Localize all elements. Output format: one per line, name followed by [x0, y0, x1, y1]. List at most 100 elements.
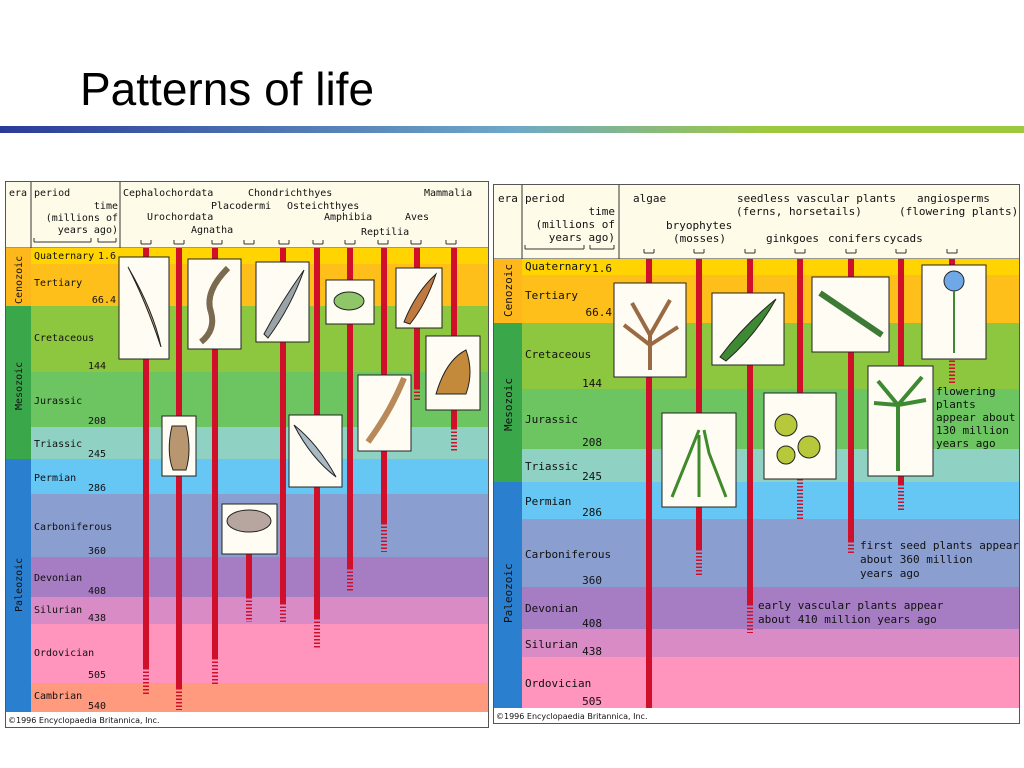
group-angiosperms: angiosperms [917, 192, 990, 205]
lineage-agnatha [212, 248, 218, 658]
group-osteichthyes: Osteichthyes [287, 201, 359, 212]
period-devonian: Devonian [34, 573, 82, 584]
period-jurassic: Jurassic [525, 413, 578, 426]
lineage-cephalochordata [143, 248, 149, 668]
era-label-paleozoic: Paleozoic [14, 558, 25, 612]
period-triassic: Triassic [34, 439, 82, 450]
era-header: era [9, 188, 27, 199]
lineage-placodermi [246, 522, 252, 597]
group-aves: Aves [405, 212, 429, 223]
note-seed-2: about 360 million [860, 553, 973, 566]
ginkgo-picture [763, 392, 837, 480]
group-placodermi: Placodermi [211, 201, 271, 212]
time-header-2: (millions of [536, 218, 615, 231]
era-paleozoic [6, 459, 31, 712]
period-cretaceous: Cretaceous [525, 348, 591, 361]
animal-lineage-chart: era period time (millions of years ago) … [5, 181, 489, 728]
period-silurian: Silurian [525, 638, 578, 651]
time-silurian: 438 [582, 645, 602, 658]
note-flowering-3: appear about [936, 411, 1015, 424]
era-label-cenozoic: Cenozoic [502, 264, 515, 317]
time-cretaceous: 144 [582, 377, 602, 390]
note-vascular-1: early vascular plants appear [758, 599, 944, 612]
slide-title: Patterns of life [80, 63, 375, 115]
era-header: era [498, 192, 518, 205]
time-devonian: 408 [88, 586, 106, 597]
period-silurian: Silurian [34, 605, 82, 616]
plant-lineage-chart: era period time (millions of years ago) … [493, 184, 1020, 724]
period-permian: Permian [34, 473, 76, 484]
time-header: time [589, 205, 616, 218]
lineage-ginkgoes [797, 259, 803, 479]
group-bryophytes-sub: (mosses) [673, 232, 726, 245]
group-bryophytes: bryophytes [666, 219, 732, 232]
group-algae: algae [633, 192, 666, 205]
period-header: period [34, 188, 70, 199]
note-flowering-2: plants [936, 398, 976, 411]
lancelet-picture [118, 256, 170, 360]
time-quaternary: 1.6 [98, 251, 116, 262]
group-agnatha: Agnatha [191, 225, 233, 236]
note-flowering-1: flowering [936, 385, 996, 398]
note-flowering-5: years ago [936, 437, 996, 450]
time-tertiary: 66.4 [586, 306, 613, 319]
era-cenozoic [494, 259, 522, 323]
time-cambrian: 540 [88, 701, 106, 712]
period-ordovician: Ordovician [34, 648, 94, 659]
time-header-3: years ago) [549, 231, 615, 244]
note-flowering-4: 130 million [936, 424, 1009, 437]
note-vascular-2: about 410 million years ago [758, 613, 937, 626]
group-cephalochordata: Cephalochordata [123, 188, 213, 199]
group-conifers: conifers [828, 232, 881, 245]
period-quaternary: Quaternary [525, 260, 592, 273]
lineage-seedless-vascular [747, 259, 753, 604]
period-quaternary: Quaternary [34, 251, 94, 262]
time-header-2: (millions of [46, 213, 118, 224]
era-label-mesozoic: Mesozoic [14, 362, 25, 410]
time-ordovician: 505 [582, 695, 602, 708]
era-cenozoic [6, 248, 31, 306]
group-cycads: cycads [883, 232, 923, 245]
era-mesozoic [6, 306, 31, 459]
group-seedless-vascular: seedless vascular plants [737, 192, 896, 205]
period-header: period [525, 192, 565, 205]
lineage-algae [646, 259, 652, 708]
period-ordovician: Ordovician [525, 677, 591, 690]
period-tertiary: Tertiary [34, 278, 82, 289]
time-silurian: 438 [88, 613, 106, 624]
cycad-picture [867, 365, 934, 477]
time-jurassic: 208 [88, 416, 106, 427]
lineage-chondrichthyes [280, 248, 286, 603]
time-permian: 286 [88, 483, 106, 494]
time-triassic: 245 [88, 449, 106, 460]
time-header: time [94, 201, 118, 212]
period-jurassic: Jurassic [34, 396, 82, 407]
time-triassic: 245 [582, 470, 602, 483]
lineage-conifers [848, 259, 854, 541]
period-triassic: Triassic [525, 460, 578, 473]
group-reptilia: Reptilia [361, 227, 409, 238]
header-area [6, 182, 488, 248]
group-amphibia: Amphibia [324, 212, 372, 223]
time-permian: 286 [582, 506, 602, 519]
time-quaternary: 1.6 [592, 262, 612, 275]
period-cambrian: Cambrian [34, 691, 82, 702]
period-devonian: Devonian [525, 602, 578, 615]
copyright: ©1996 Encyclopaedia Britannica, Inc. [496, 712, 647, 721]
lineage-bryophytes [696, 259, 702, 549]
time-ordovician: 505 [88, 670, 106, 681]
group-chondrichthyes: Chondrichthyes [248, 188, 332, 199]
time-cretaceous: 144 [88, 361, 106, 372]
period-cretaceous: Cretaceous [34, 333, 94, 344]
era-label-cenozoic: Cenozoic [14, 256, 25, 304]
copyright: ©1996 Encyclopaedia Britannica, Inc. [8, 716, 159, 725]
group-mammalia: Mammalia [424, 188, 472, 199]
time-carboniferous: 360 [582, 574, 602, 587]
time-carboniferous: 360 [88, 546, 106, 557]
title-accent-bar [0, 126, 1024, 133]
period-permian: Permian [525, 495, 571, 508]
time-jurassic: 208 [582, 436, 602, 449]
period-carboniferous: Carboniferous [525, 548, 611, 561]
lamprey-picture [187, 258, 242, 350]
era-paleozoic [494, 482, 522, 708]
